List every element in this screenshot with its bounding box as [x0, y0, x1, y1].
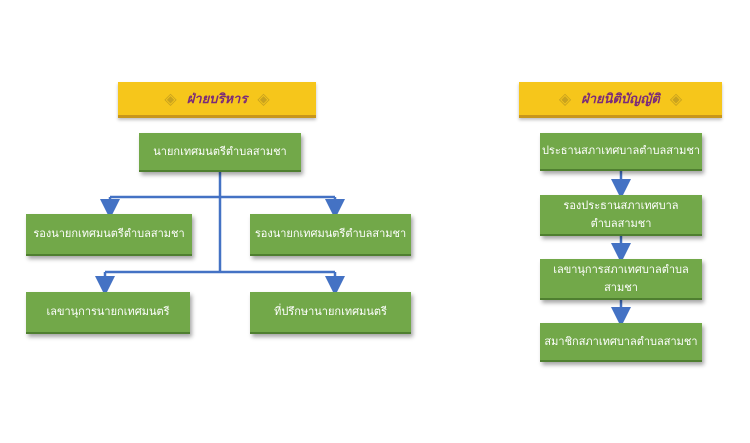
mayor-secretary-box: เลขานุการนายกเทศมนตรี	[26, 292, 190, 334]
mayor-advisor-label: ที่ปรึกษานายกเทศมนตรี	[274, 305, 387, 319]
mayor-advisor-box: ที่ปรึกษานายกเทศมนตรี	[250, 292, 411, 334]
deputy-mayor-left-label: รองนายกเทศมนตรีตำบลสามชา	[33, 227, 185, 241]
deputy-mayor-right-box: รองนายกเทศมนตรีตำบลสามชา	[250, 214, 411, 256]
council-member-label: สมาชิกสภาเทศบาลตำบลสามชา	[544, 334, 698, 348]
deputy-mayor-left-box: รองนายกเทศมนตรีตำบลสามชา	[26, 214, 192, 256]
executive-banner-label: ฝ่ายบริหาร	[186, 92, 248, 107]
deputy-mayor-right-label: รองนายกเทศมนตรีตำบลสามชา	[254, 227, 407, 241]
ornament-left-icon: ◈	[164, 89, 177, 108]
council-member-box: สมาชิกสภาเทศบาลตำบลสามชา	[540, 323, 702, 362]
council-vice-chair-box: รองประธานสภาเทศบาล ตำบลสามชา	[540, 195, 702, 236]
mayor-label: นายกเทศมนตรีตำบลสามชา	[153, 144, 287, 158]
ornament-right-icon: ◈	[669, 89, 683, 108]
legislative-banner-label: ฝ่ายนิติบัญญัติ	[581, 92, 660, 107]
council-secretary-box: เลขานุการสภาเทศบาลตำบล สามชา	[540, 259, 702, 300]
council-vice-chair-label: รองประธานสภาเทศบาล ตำบลสามชา	[563, 199, 679, 230]
legislative-banner: ◈ ฝ่ายนิติบัญญัติ ◈	[519, 82, 722, 118]
mayor-secretary-label: เลขานุการนายกเทศมนตรี	[46, 305, 170, 319]
executive-banner: ◈ ฝ่ายบริหาร ◈	[118, 82, 316, 118]
ornament-left-icon: ◈	[558, 89, 572, 108]
council-secretary-label: เลขานุการสภาเทศบาลตำบล สามชา	[553, 263, 689, 294]
council-chair-label: ประธานสภาเทศบาลตำบลสามชา	[541, 144, 701, 158]
mayor-box: นายกเทศมนตรีตำบลสามชา	[139, 133, 301, 172]
council-chair-box: ประธานสภาเทศบาลตำบลสามชา	[540, 133, 702, 171]
ornament-right-icon: ◈	[257, 89, 270, 108]
